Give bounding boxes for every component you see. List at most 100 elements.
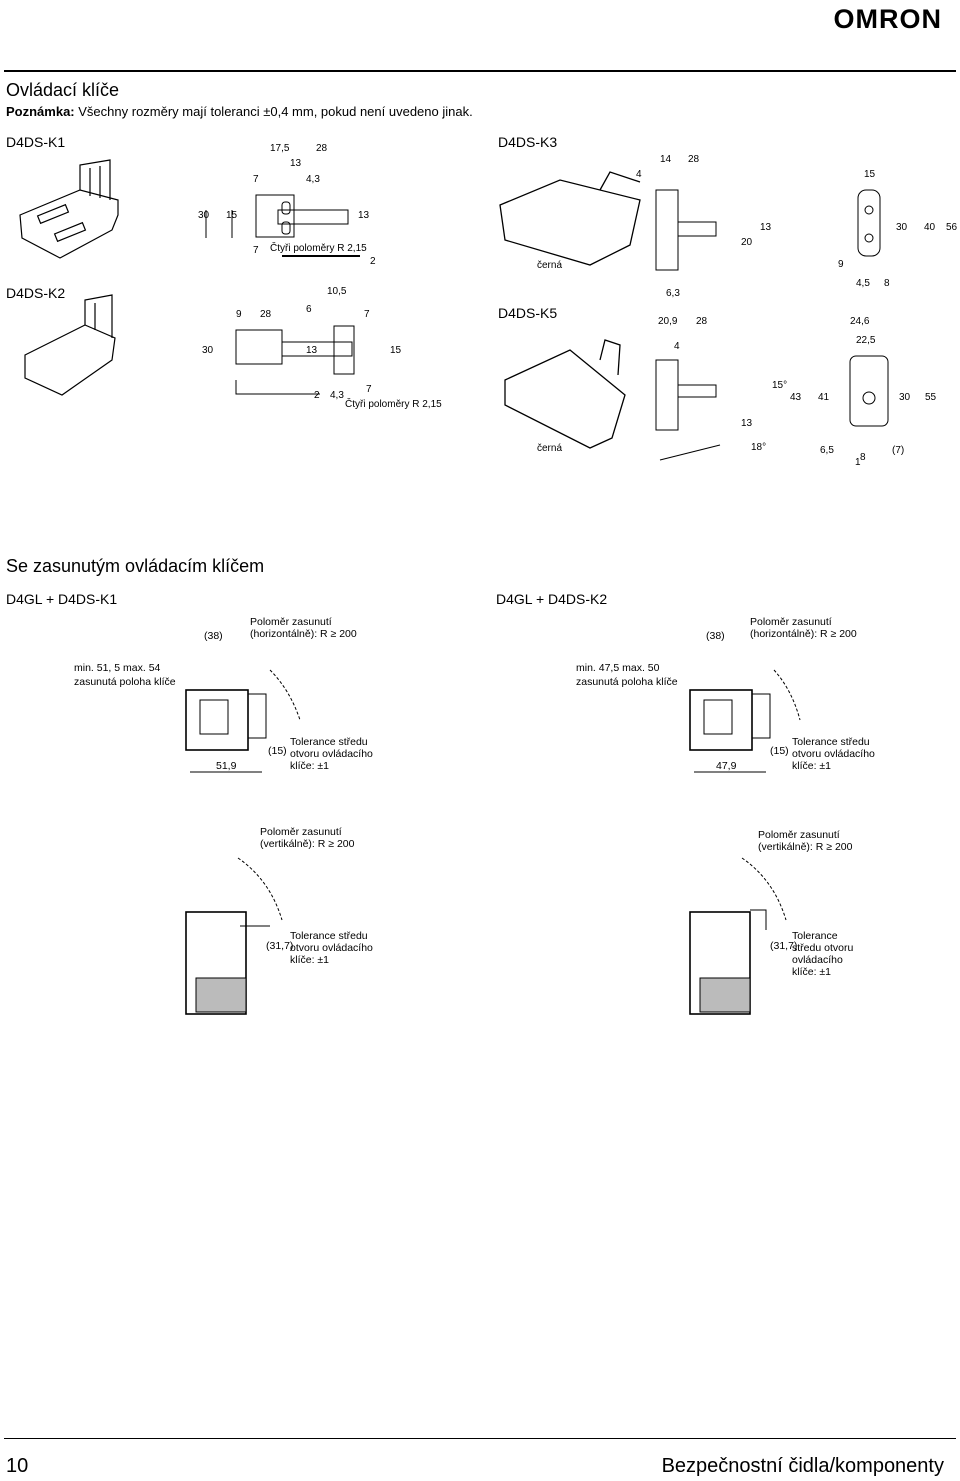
k3-black: černá	[537, 260, 562, 271]
gl-k2-radius-vertical: Poloměr zasunutí (vertikálně): R ≥ 200	[758, 829, 853, 853]
gl-k2-range: min. 47,5 max. 50	[576, 662, 660, 674]
tolerance-note: Poznámka: Všechny rozměry mají toleranci…	[6, 104, 473, 119]
note-text: Všechny rozměry mají toleranci ±0,4 mm, …	[78, 104, 473, 119]
svg-text:55: 55	[925, 392, 937, 403]
k5-key-illustration	[504, 339, 626, 449]
svg-text:4,5: 4,5	[856, 278, 870, 289]
svg-text:4: 4	[674, 341, 680, 352]
svg-text:43: 43	[790, 392, 802, 403]
svg-text:24,6: 24,6	[850, 316, 870, 327]
svg-text:6,3: 6,3	[666, 288, 680, 299]
svg-text:30: 30	[899, 392, 911, 403]
svg-text:7: 7	[253, 245, 259, 256]
gl-k1-dim-15: (15)	[268, 745, 287, 757]
gl-k1-tolerance: Tolerance středu otvoru ovládacího klíče…	[290, 736, 373, 772]
svg-text:15: 15	[864, 169, 876, 180]
svg-text:13: 13	[741, 418, 753, 429]
svg-text:9: 9	[838, 259, 844, 270]
k3-orthographic	[655, 189, 881, 271]
header-rule	[4, 70, 956, 72]
svg-text:4: 4	[636, 169, 642, 180]
svg-text:28: 28	[260, 309, 272, 320]
gl-k1-range: min. 51, 5 max. 54	[74, 662, 161, 674]
svg-text:13: 13	[358, 210, 370, 221]
gl-k2-dim-479: 47,9	[716, 760, 737, 772]
svg-text:7: 7	[366, 384, 372, 395]
k1-four-radii: Čtyři poloměry R 2,15	[270, 241, 367, 254]
svg-text:7: 7	[364, 309, 370, 320]
svg-text:6: 6	[306, 304, 312, 315]
gl-k2-dim-317: (31,7)	[770, 940, 798, 952]
gl-k2-tolerance: Tolerance středu otvoru ovládacího klíče…	[792, 736, 875, 772]
gl-k1-dim-519: 51,9	[216, 760, 237, 772]
svg-text:14: 14	[660, 154, 672, 165]
k3-key-illustration	[499, 171, 641, 266]
svg-text:22,5: 22,5	[856, 335, 876, 346]
gl-k1-radius-vertical: Poloměr zasunutí (vertikálně): R ≥ 200	[260, 826, 355, 850]
note-label: Poznámka:	[6, 104, 75, 119]
gl-k1-tolerance-vertical: Tolerance středu otvoru ovládacího klíče…	[290, 930, 373, 966]
svg-text:6,5: 6,5	[820, 445, 834, 456]
svg-text:15°: 15°	[772, 380, 787, 391]
svg-text:28: 28	[696, 316, 708, 327]
model-k5: D4DS-K5	[498, 305, 558, 321]
k2-four-radii: Čtyři poloměry R 2,15	[345, 397, 442, 410]
svg-text:7: 7	[253, 174, 259, 185]
svg-text:8: 8	[860, 452, 866, 463]
svg-text:41: 41	[818, 392, 830, 403]
gl-k1-range-sub: zasunutá poloha klíče	[74, 676, 176, 688]
svg-text:30: 30	[896, 222, 908, 233]
k5-orthographic	[655, 355, 889, 461]
k1-orthographic	[205, 194, 360, 257]
k2-key-illustration	[24, 294, 116, 396]
model-k2: D4DS-K2	[6, 285, 66, 301]
gl-k1-dim-38: (38)	[204, 630, 223, 642]
page-title: Ovládací klíče	[6, 80, 120, 100]
svg-text:15: 15	[226, 210, 238, 221]
svg-text:17,5: 17,5	[270, 143, 290, 154]
svg-text:13: 13	[760, 222, 772, 233]
gl-k1-dim-317: (31,7)	[266, 940, 294, 952]
svg-text:2: 2	[314, 390, 320, 401]
svg-text:13: 13	[306, 345, 318, 356]
svg-text:56: 56	[946, 222, 958, 233]
svg-text:30: 30	[202, 345, 214, 356]
model-gl-k2: D4GL + D4DS-K2	[496, 591, 608, 607]
gl-k1-radius-horizontal: Poloměr zasunutí (horizontálně): R ≥ 200	[250, 616, 357, 640]
gl-k2-dim-15: (15)	[770, 745, 789, 757]
svg-text:15: 15	[390, 345, 402, 356]
model-gl-k1: D4GL + D4DS-K1	[6, 591, 118, 607]
k2-orthographic	[235, 325, 355, 395]
svg-text:8: 8	[884, 278, 890, 289]
svg-text:40: 40	[924, 222, 936, 233]
svg-text:20,9: 20,9	[658, 316, 678, 327]
svg-text:4,3: 4,3	[306, 174, 320, 185]
gl-k2-range-sub: zasunutá poloha klíče	[576, 676, 678, 688]
gl-k2-radius-horizontal: Poloměr zasunutí (horizontálně): R ≥ 200	[750, 616, 857, 640]
page-number: 10	[6, 1455, 29, 1477]
k1-key-illustration	[19, 159, 119, 259]
footer-rule	[4, 1438, 956, 1439]
svg-text:10,5: 10,5	[327, 286, 347, 297]
svg-text:2: 2	[370, 256, 376, 267]
section-title: Se zasunutým ovládacím klíčem	[6, 556, 265, 576]
svg-text:20: 20	[741, 237, 753, 248]
footer-section: Bezpečnostní čidla/komponenty	[661, 1455, 944, 1477]
omron-logo: OMRON	[833, 4, 942, 34]
k5-black: černá	[537, 443, 562, 454]
model-k1: D4DS-K1	[6, 134, 66, 150]
svg-text:28: 28	[316, 143, 328, 154]
svg-text:28: 28	[688, 154, 700, 165]
svg-text:1: 1	[855, 457, 861, 468]
gl-k2-tolerance-vertical: Tolerance středu otvoru ovládacího klíče…	[792, 930, 854, 978]
svg-text:30: 30	[198, 210, 210, 221]
svg-text:9: 9	[236, 309, 242, 320]
svg-text:(7): (7)	[892, 445, 904, 456]
svg-text:18°: 18°	[751, 442, 766, 453]
gl-k2-dim-38: (38)	[706, 630, 725, 642]
svg-text:4,3: 4,3	[330, 390, 344, 401]
svg-text:13: 13	[290, 158, 302, 169]
model-k3: D4DS-K3	[498, 134, 558, 150]
